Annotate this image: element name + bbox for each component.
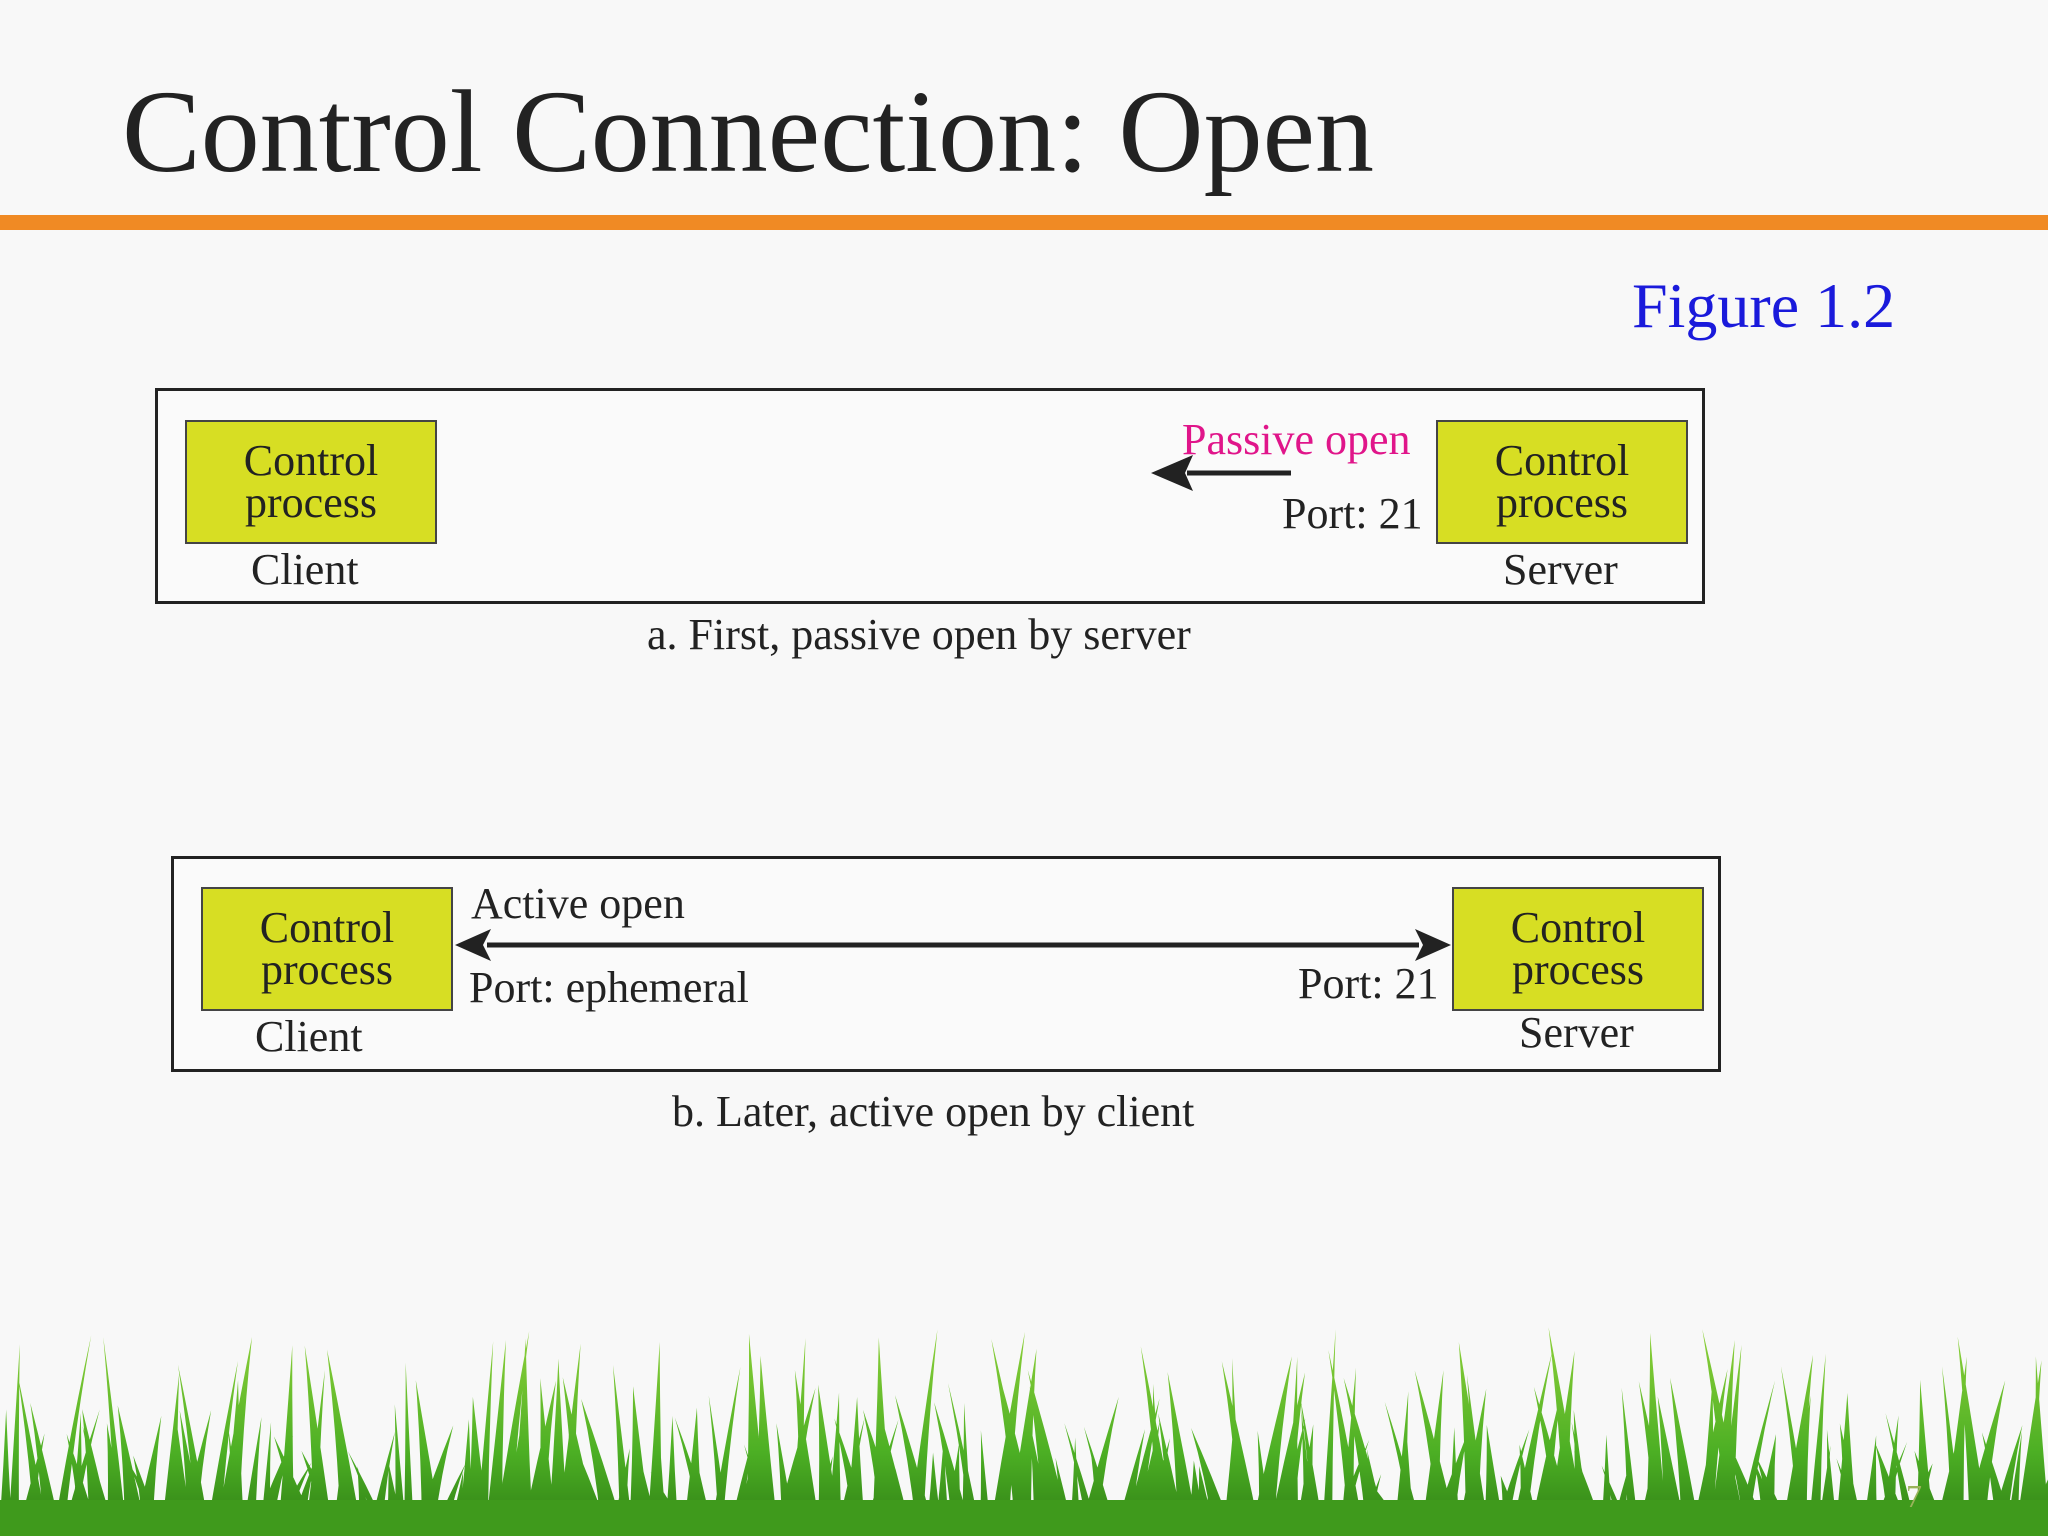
box-label-line2: process <box>245 478 377 527</box>
box-label-line1: Control <box>259 903 395 952</box>
server-control-process-box: Control process <box>1436 420 1688 544</box>
client-control-process-box: Control process <box>201 887 453 1011</box>
figure-label: Figure 1.2 <box>1632 270 1896 341</box>
server-label: Server <box>1503 545 1618 594</box>
slide-title: Control Connection: Open <box>122 66 1374 197</box>
passive-open-label: Passive open <box>1182 415 1411 464</box>
diagram-panel-passive-open: Control process Client Passive open Port… <box>155 388 1705 604</box>
page-number: 7 <box>1906 1478 1922 1514</box>
client-label: Client <box>251 545 359 594</box>
client-label: Client <box>255 1012 363 1061</box>
box-label-line1: Control <box>243 436 379 485</box>
active-open-arrow <box>455 929 1451 961</box>
client-control-process-box: Control process <box>185 420 437 544</box>
active-open-label: Active open <box>471 879 685 928</box>
client-port-label: Port: ephemeral <box>469 963 749 1012</box>
server-port-label: Port: 21 <box>1298 959 1439 1008</box>
server-port-label: Port: 21 <box>1282 489 1423 538</box>
box-label-line1: Control <box>1510 903 1646 952</box>
title-underline-bar <box>0 215 2048 230</box>
box-label-line2: process <box>1496 478 1628 527</box>
caption-a: a. First, passive open by server <box>647 610 1191 659</box>
passive-open-arrow <box>1151 455 1291 491</box>
server-control-process-box: Control process <box>1452 887 1704 1011</box>
server-label: Server <box>1519 1008 1634 1057</box>
box-label-line2: process <box>1512 945 1644 994</box>
box-label-line1: Control <box>1494 436 1630 485</box>
diagram-panel-active-open: Control process Client Active open Port:… <box>171 856 1721 1072</box>
caption-b: b. Later, active open by client <box>672 1087 1195 1136</box>
grass-decoration <box>0 1327 2048 1536</box>
box-label-line2: process <box>261 945 393 994</box>
